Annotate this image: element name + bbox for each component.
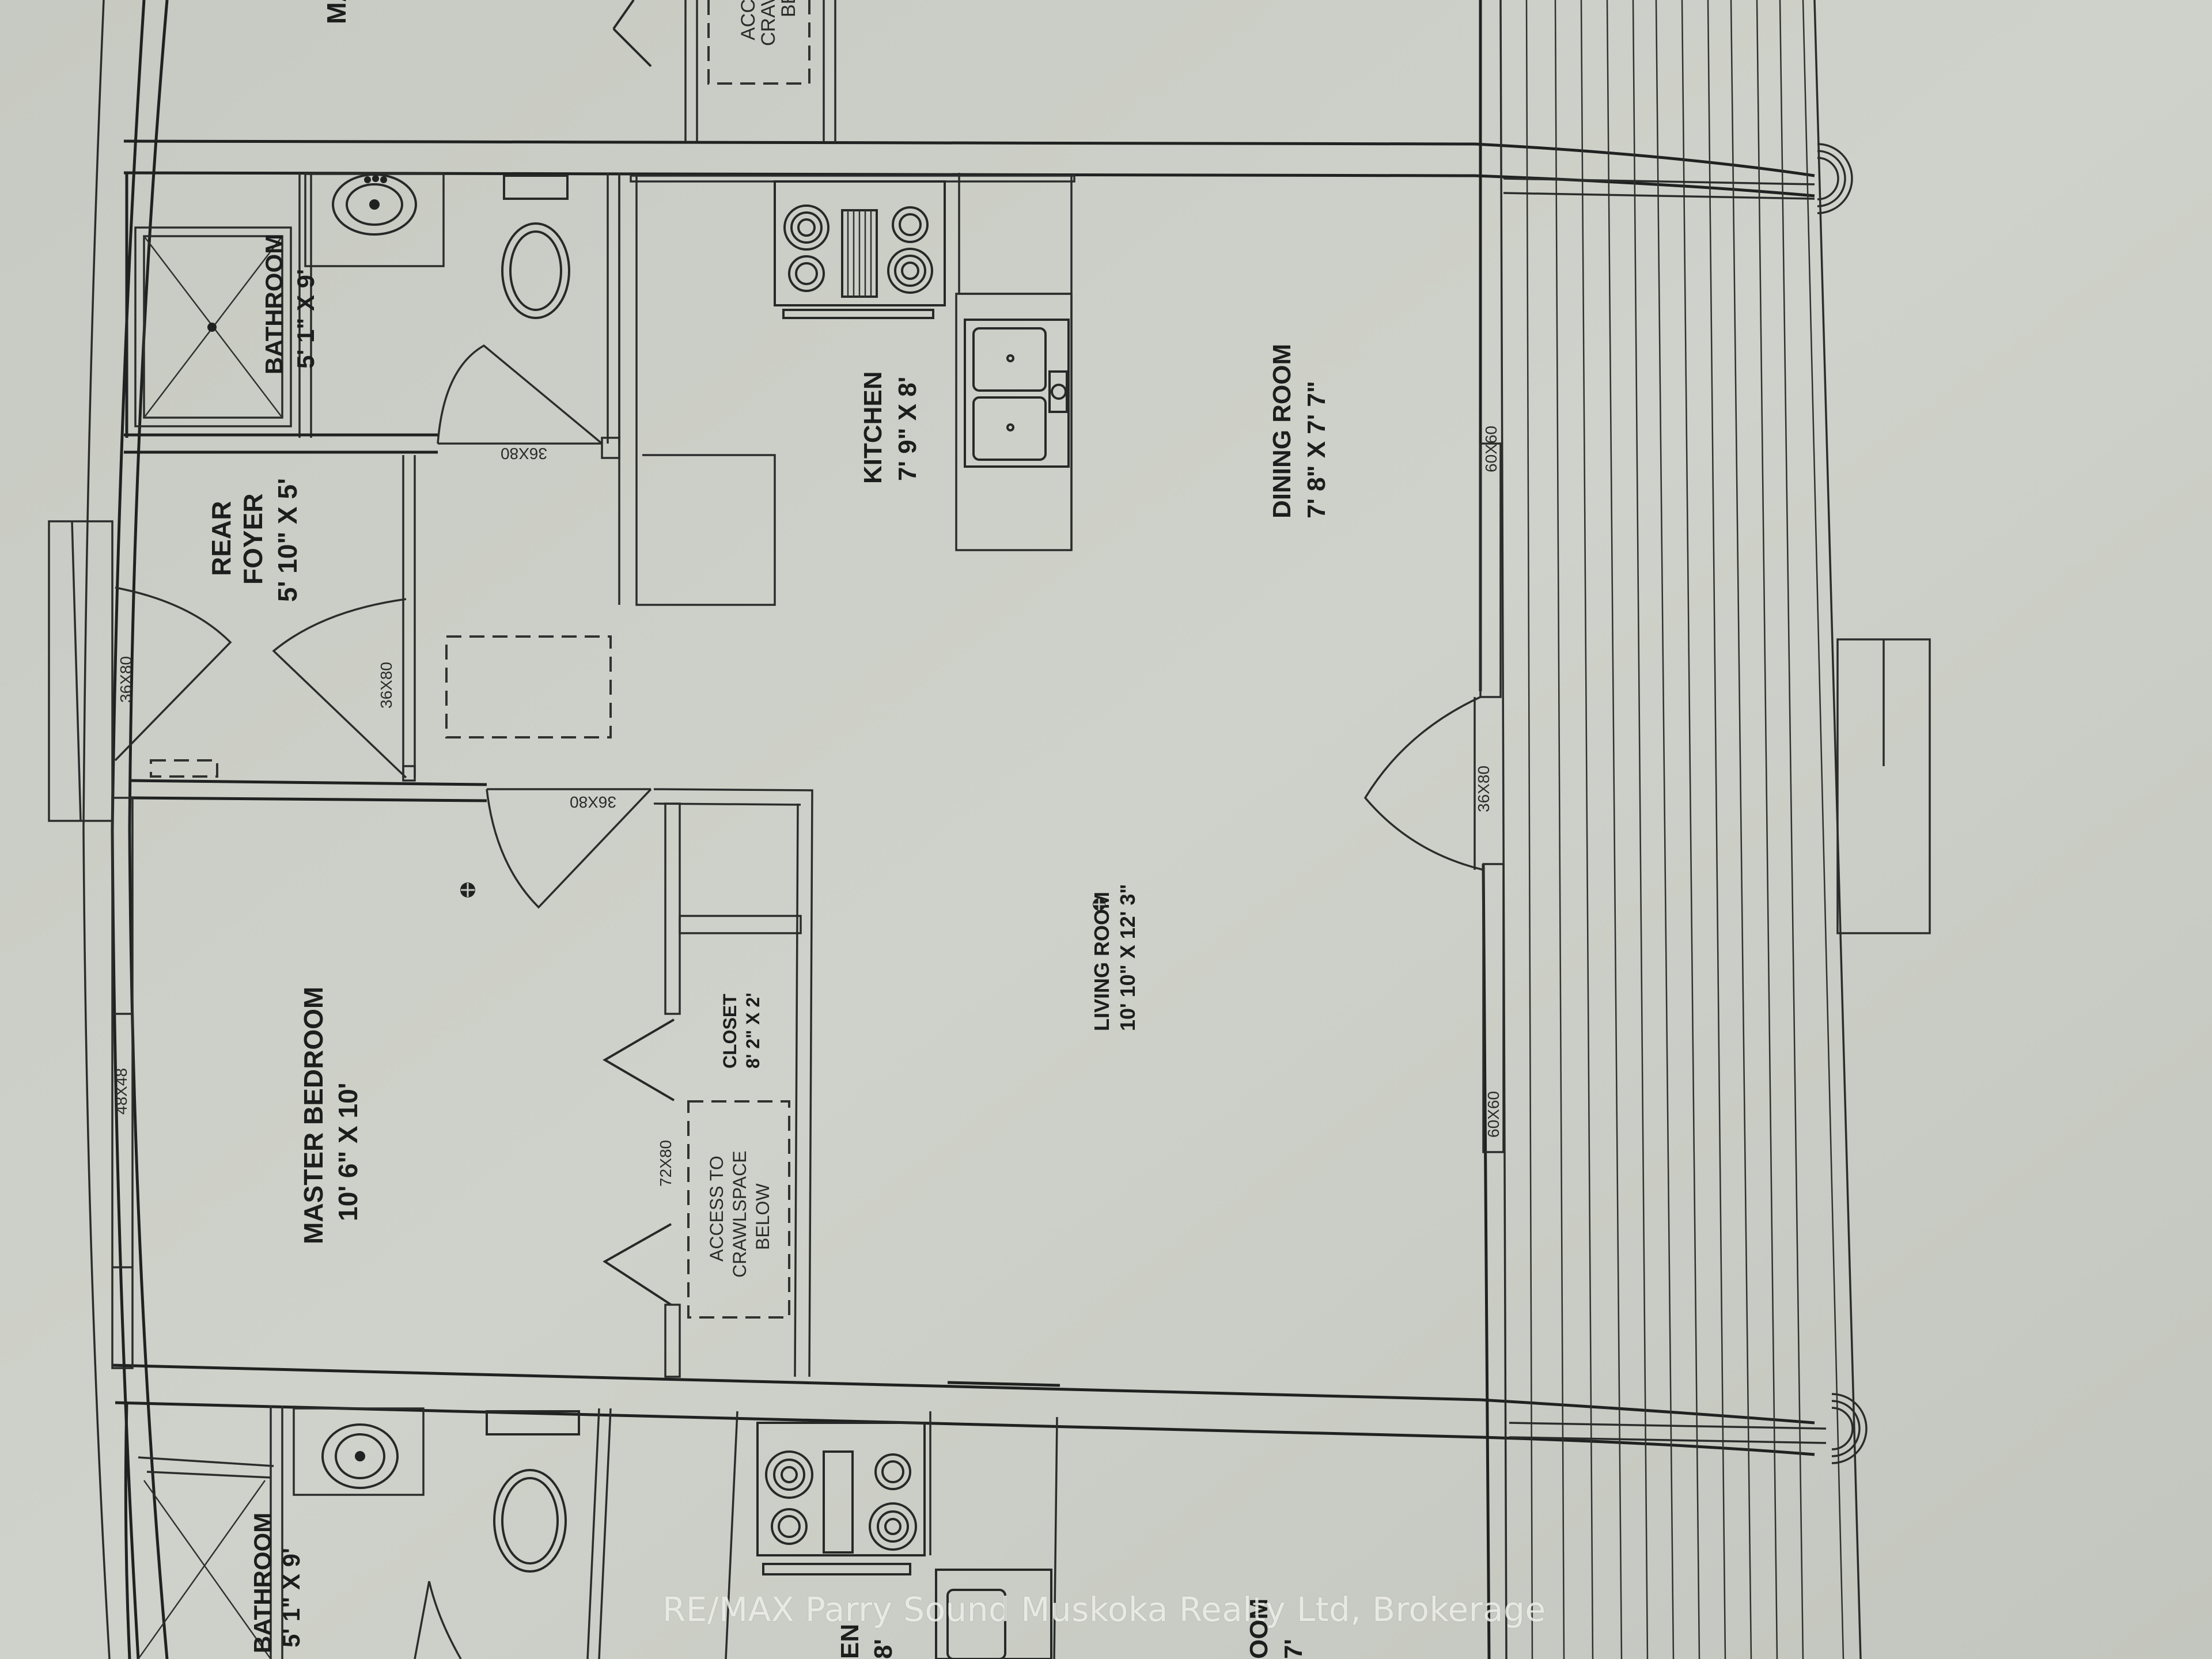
kitchen-sink-icon [964, 319, 1070, 468]
crawlspace-note-2: CRAWLSPACE [729, 1151, 750, 1278]
room-dims-partial-dining: 7' [1279, 1639, 1308, 1659]
rear-foyer: REAR FOYER 5' 10" X 5' 36X80 36X80 [48, 455, 612, 822]
room-dims-bathroom-top: 5' 1" X 9' [292, 269, 319, 369]
room-label-bathroom-bottom: BATHROOM [249, 1513, 276, 1653]
exterior-wall-right: 60X60 60X60 [1479, 0, 1508, 1659]
door-label-living-deck: 36X80 [1475, 766, 1493, 812]
ceiling-light-icon [460, 882, 475, 897]
crawlspace-access-outline [687, 1100, 790, 1319]
room-label-bathroom-top: BATHROOM [260, 234, 287, 374]
door-label-foyer-interior: 36X80 [377, 662, 395, 709]
bottom-wall [112, 1363, 1815, 1456]
door-label-closet: 72X80 [657, 1140, 675, 1187]
room-dims-closet: 8' 2" X 2' [743, 993, 763, 1069]
toilet-bowl-icon [501, 222, 570, 319]
kitchen: KITCHEN 7' 9" X 8' [618, 173, 1075, 606]
closet: 72X80 CLOSET 8' 2" X 2' ACCESS TO CRAWLS… [603, 788, 813, 1378]
room-label-living: LIVING ROOM [1090, 892, 1113, 1031]
bathroom-foyer-wall [124, 433, 438, 454]
room-dims-master-bedroom: 10' 6" X 10' [333, 1082, 363, 1221]
room-label-rear-foyer-2: FOYER [238, 494, 268, 585]
brokerage-watermark: RE/MAX Parry Sound Muskoka Realty Ltd, B… [662, 1590, 1546, 1629]
room-label-partial-dining: OOM [1245, 1599, 1273, 1659]
room-dims-bathroom-bottom: 5' 1" X 9' [278, 1548, 305, 1647]
foyer-bedroom-wall [129, 779, 487, 802]
floor-hatch-outline [445, 635, 612, 738]
shower-drain-icon [207, 323, 217, 332]
room-label-master-bedroom: MASTER BEDROOM [298, 987, 328, 1244]
room-dims-rear-foyer: 5' 10" X 5' [272, 478, 302, 602]
door-label-bedroom: 36X80 [570, 793, 616, 811]
room-label-closet: CLOSET [719, 994, 740, 1069]
sink-drain-icon [369, 199, 380, 210]
deck-door: 36X80 [1363, 696, 1493, 871]
room-label-dining: DINING ROOM [1268, 344, 1296, 518]
living-room: LIVING ROOM 10' 10" X 12' 3" [947, 884, 1139, 1387]
window-label-living: 60X60 [1484, 1091, 1502, 1138]
room-label-partial-top: MA [321, 0, 351, 24]
stove-icon [774, 180, 946, 306]
upper-unit-partial: ACC CRAV BE MA [321, 0, 836, 141]
room-dims-partial-kitchen: 8' [869, 1639, 897, 1659]
room-dims-living: 10' 10" X 12' 3" [1116, 884, 1139, 1031]
room-label-rear-foyer-1: REAR [206, 501, 236, 576]
room-label-partial-kitchen: EN [836, 1624, 864, 1659]
door-label-rear-exterior: 36X80 [117, 656, 135, 703]
door-label-bathroom: 36X80 [501, 445, 547, 463]
window-label-bedroom: 48X48 [112, 1068, 130, 1115]
room-dims-kitchen: 7' 9" X 8' [893, 377, 922, 481]
living-room-light-icon [1093, 898, 1105, 911]
master-bedroom: 48X48 36X80 MASTER BEDROOM 10' 6" X 10' [111, 788, 652, 1369]
crawlspace-note-top-1: ACC [737, 0, 759, 40]
crawlspace-note-top-2: CRAV [757, 0, 779, 46]
window-label-dining: 60X60 [1482, 426, 1500, 472]
toilet-tank-icon [503, 175, 569, 200]
top-wall [123, 139, 1815, 198]
dining-room: DINING ROOM 7' 8" X 7' 7" [1268, 344, 1331, 518]
crawlspace-note-1: ACCESS TO [706, 1156, 727, 1262]
lower-unit-partial: BATHROOM 5' 1" X 9' EN 8' OOM 7' [124, 1402, 1308, 1659]
room-dims-dining: 7' 8" X 7' 7" [1302, 381, 1331, 518]
crawlspace-note-3: BELOW [752, 1183, 773, 1250]
crawlspace-note-top-3: BE [778, 0, 800, 17]
room-label-kitchen: KITCHEN [859, 371, 887, 484]
